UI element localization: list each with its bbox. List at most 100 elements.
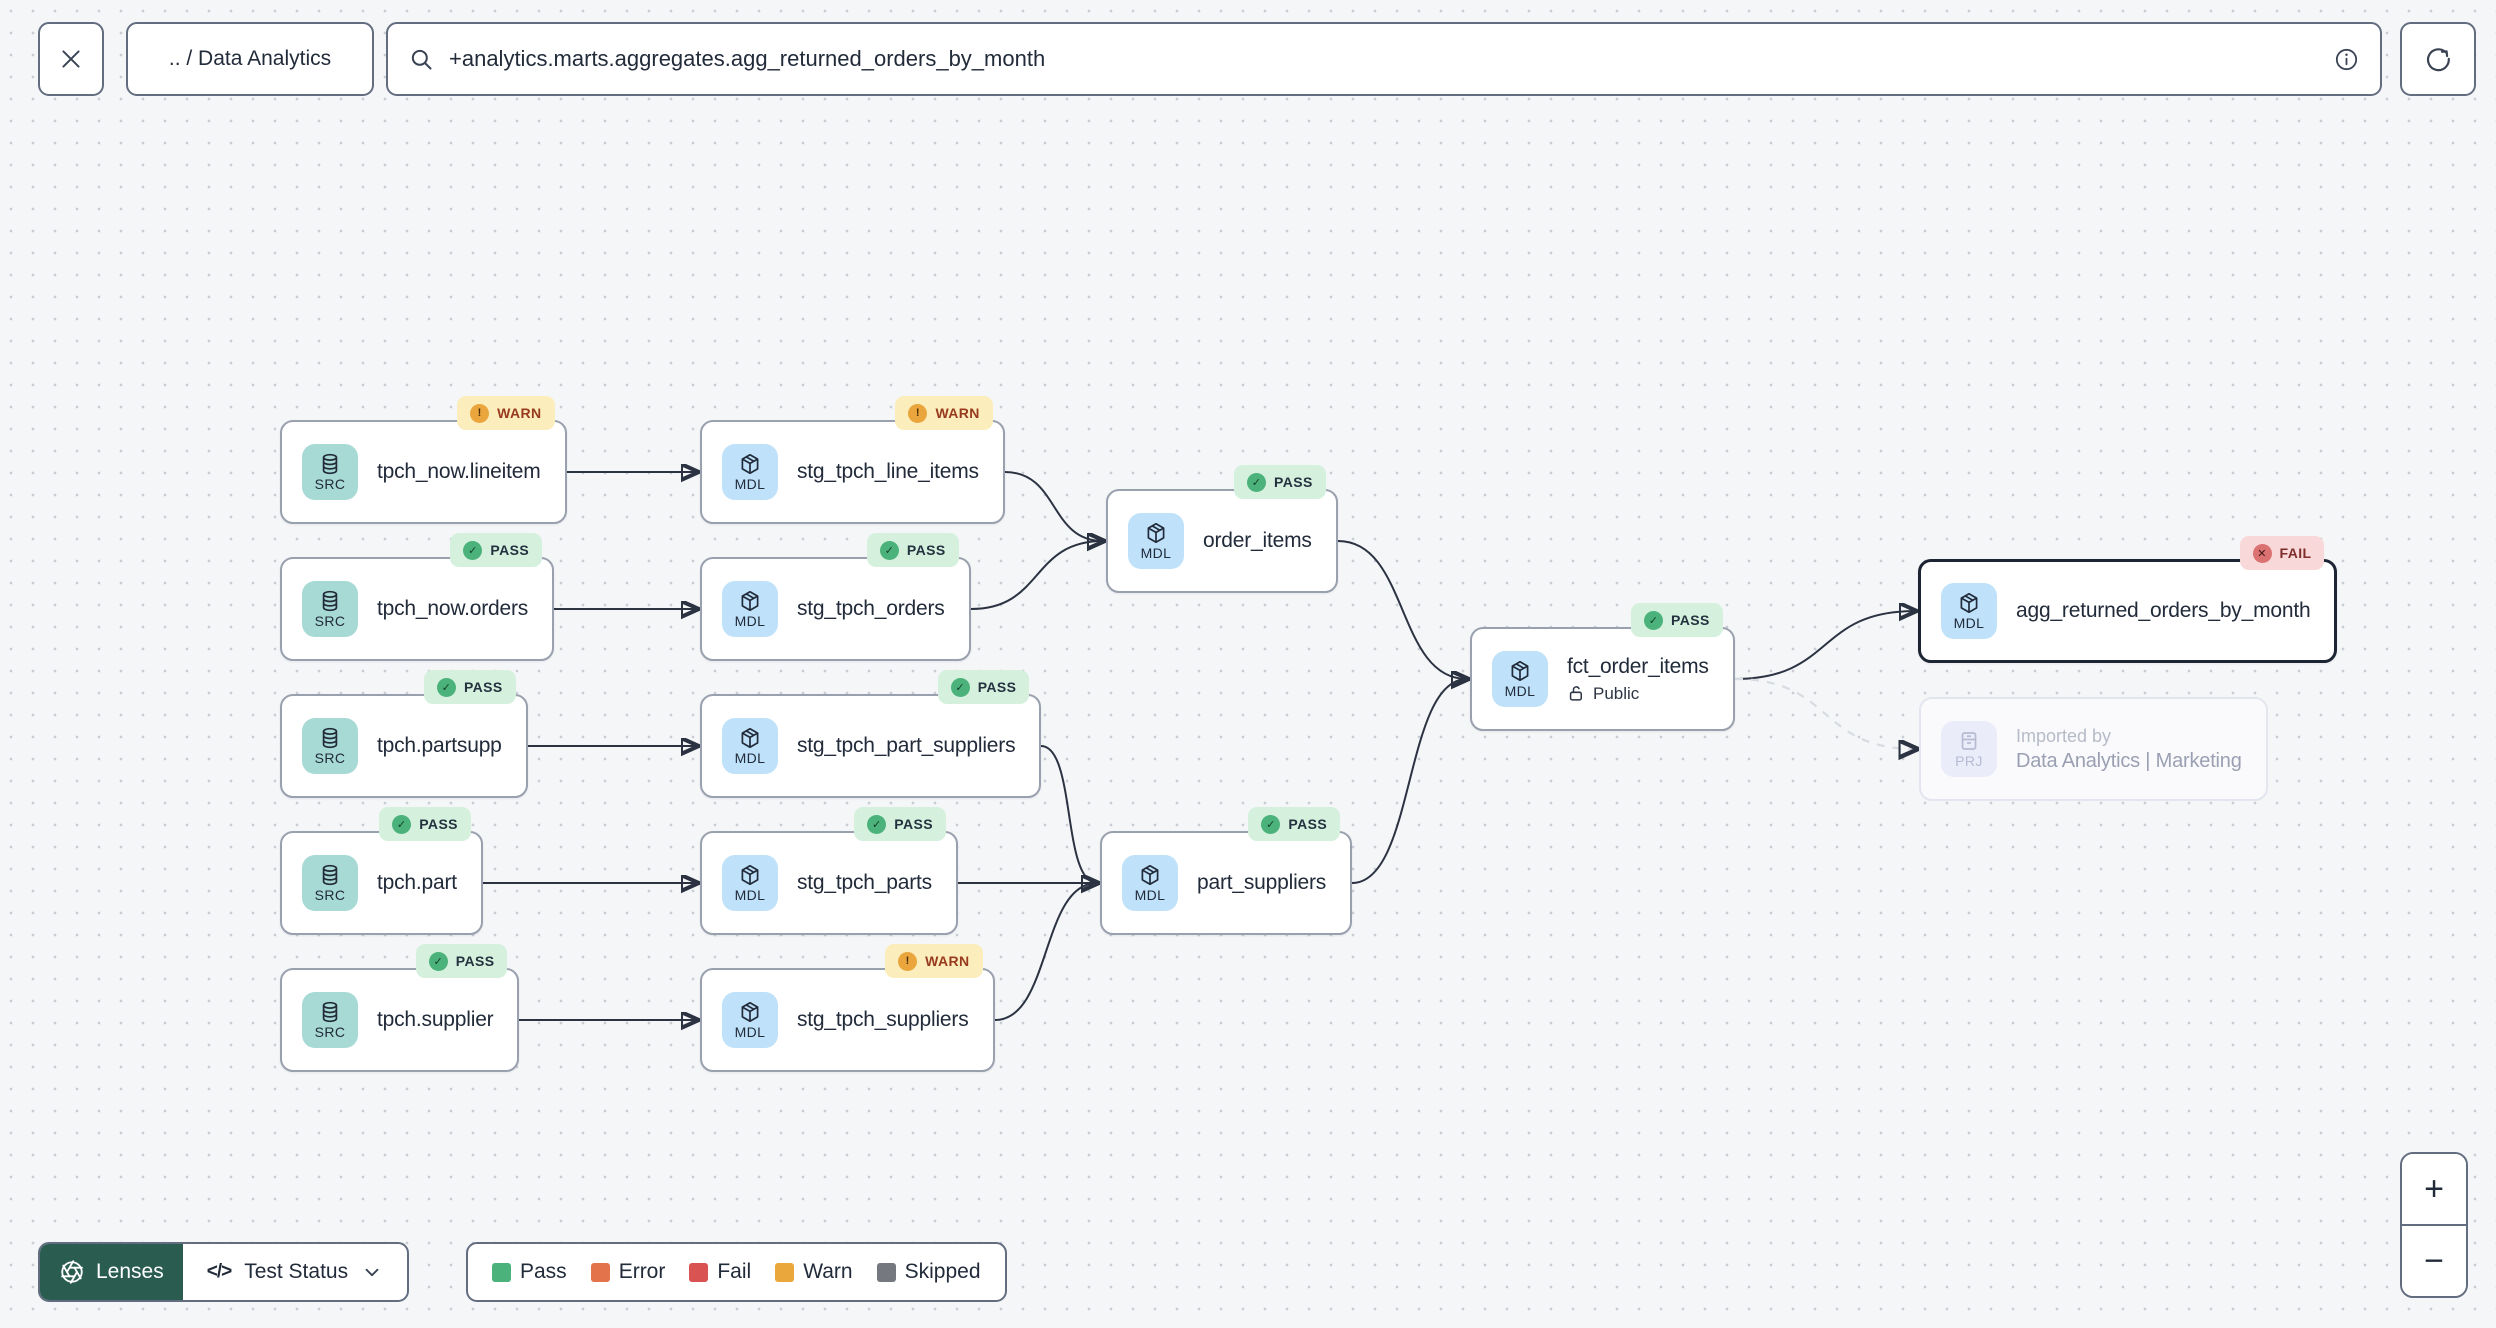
lens-selector[interactable]: </> Test Status <box>183 1244 407 1300</box>
warn-status-icon: ! <box>470 403 490 423</box>
lenses-button[interactable]: Lenses <box>40 1244 183 1300</box>
fail-status-icon: ✕ <box>2252 543 2272 563</box>
status-badge-label: PASS <box>1671 612 1710 628</box>
lenses-label: Lenses <box>96 1260 164 1283</box>
legend-swatch-fail <box>689 1262 709 1282</box>
mdl-type-chip: MDL <box>722 855 778 911</box>
legend-label: Skipped <box>904 1260 981 1283</box>
legend-swatch-error <box>590 1262 610 1282</box>
node-label: fct_order_items <box>1567 654 1709 678</box>
status-badge-label: PASS <box>906 542 946 558</box>
zoom-in-button[interactable]: + <box>2402 1154 2466 1224</box>
status-badge-warn: !WARN <box>895 396 993 430</box>
node-type-label: MDL <box>734 613 766 629</box>
status-badge-warn: !WARN <box>885 944 983 978</box>
status-badge-label: PASS <box>894 816 933 832</box>
database-icon <box>318 589 342 613</box>
node-label: order_items <box>1203 529 1312 552</box>
node-text: part_suppliers <box>1197 871 1326 895</box>
status-badge-pass: ✓ PASS <box>423 670 516 704</box>
close-button[interactable] <box>38 22 104 96</box>
info-icon[interactable] <box>2333 46 2360 73</box>
search-bar[interactable] <box>386 22 2382 96</box>
legend-item-warn: Warn <box>775 1260 853 1284</box>
lens-toolbar: Lenses </> Test Status <box>38 1242 410 1302</box>
node-text: stg_tpch_part_suppliers <box>797 734 1016 758</box>
prj-type-chip: PRJ <box>1941 721 1997 777</box>
status-badge-label: PASS <box>463 679 503 695</box>
node-text: order_items <box>1203 529 1312 553</box>
edge-stg_tpch_suppliers-to-part_suppliers <box>994 883 1097 1021</box>
status-badge-pass: ✓PASS <box>1234 465 1326 499</box>
status-badge-pass: ✓ PASS <box>1631 603 1723 637</box>
lens-selected-label: Test Status <box>244 1260 349 1283</box>
search-input[interactable] <box>449 46 2319 72</box>
mdl-type-chip: MDL <box>1941 583 1997 639</box>
node-order_items[interactable]: ✓PASS MDL order_items <box>1106 465 1338 593</box>
pass-status-icon: ✓ <box>867 814 887 834</box>
edge-part_suppliers-to-fct_order_items <box>1351 679 1467 884</box>
node-text: tpch_now.orders <box>377 597 528 621</box>
refresh-button[interactable] <box>2400 22 2476 96</box>
node-label: stg_tpch_suppliers <box>797 1008 969 1031</box>
pass-status-icon: ✓ <box>428 951 448 971</box>
node-text: stg_tpch_line_items <box>797 460 979 484</box>
code-icon: </> <box>206 1261 233 1282</box>
node-label: tpch.supplier <box>377 1008 494 1031</box>
cube-icon <box>738 726 762 750</box>
node-type-label: MDL <box>1504 683 1536 699</box>
refresh-icon <box>2424 45 2453 74</box>
edge-fct_order_items-to-imported_by_project <box>1734 677 1916 749</box>
node-text: stg_tpch_suppliers <box>797 1008 969 1032</box>
node-text: tpch.part <box>377 871 457 895</box>
node-label: tpch_now.orders <box>377 597 529 620</box>
status-badge-label: PASS <box>977 679 1017 695</box>
warn-status-icon: ! <box>908 403 928 423</box>
aperture-icon <box>59 1259 85 1285</box>
cube-icon <box>1144 521 1168 545</box>
node-type-label: MDL <box>1953 615 1985 631</box>
node-label: part_suppliers <box>1197 871 1327 894</box>
mdl-type-chip: MDL <box>722 992 778 1048</box>
node-stg_tpch_suppliers[interactable]: !WARN MDL stg_tpch_suppliers <box>700 944 995 1072</box>
chevron-down-icon <box>361 1261 383 1283</box>
edge-stg_tpch_part_suppliers-to-part_suppliers <box>1040 745 1097 883</box>
pass-status-icon: ✓ <box>436 677 456 697</box>
node-visibility-label: Public <box>1593 683 1640 703</box>
status-badge-label: PASS <box>455 953 495 969</box>
breadcrumb[interactable]: .. / Data Analytics <box>126 22 374 96</box>
status-badge-label: FAIL <box>2279 545 2312 561</box>
edge-fct_order_items-to-agg_returned_orders_by_month <box>1734 611 1915 680</box>
pass-status-icon: ✓ <box>1644 610 1664 630</box>
node-label: stg_tpch_part_suppliers <box>797 734 1016 757</box>
mdl-type-chip: MDL <box>1128 513 1184 569</box>
zoom-out-button[interactable]: − <box>2402 1226 2466 1296</box>
node-type-label: SRC <box>314 613 346 629</box>
legend-item-error: Error <box>590 1260 665 1284</box>
node-type-label: MDL <box>734 1024 766 1040</box>
legend-item-pass: Pass <box>492 1260 567 1284</box>
src-type-chip: SRC <box>302 581 358 637</box>
database-icon <box>318 452 342 476</box>
status-badge-pass: ✓ PASS <box>415 944 508 978</box>
legend-swatch-warn <box>775 1262 795 1282</box>
status-badge-warn: !WARN <box>457 396 555 430</box>
edge-stg_tpch_orders-to-order_items <box>970 541 1103 610</box>
